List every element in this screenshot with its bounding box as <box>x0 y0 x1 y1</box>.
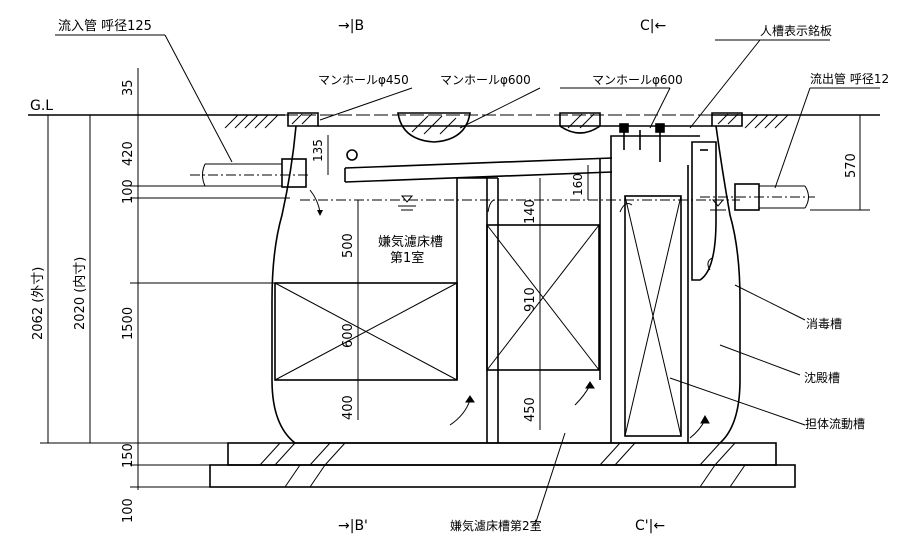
outflow-pipe <box>700 183 815 211</box>
dim-910: 910 <box>523 287 538 312</box>
manhole-hatching <box>291 113 739 135</box>
dim-140: 140 <box>523 199 538 224</box>
chamber2-label: 嫌気濾床槽第2室 <box>450 518 542 533</box>
chamber1-label-2: 第1室 <box>390 250 424 266</box>
dim-2020: 2020 (内寸) <box>72 257 88 330</box>
sedimentation-label: 沈殿槽 <box>804 370 840 385</box>
dimension-lines <box>40 68 870 490</box>
outflow-pipe-label: 流出管 呼径12 <box>810 71 889 86</box>
manhole-450-label: マンホールφ450 <box>318 73 409 87</box>
dim-570: 570 <box>844 153 859 178</box>
manhole-600-label-b: マンホールφ600 <box>592 73 683 87</box>
foundation-slab <box>209 442 796 488</box>
dim-100-upper: 100 <box>121 179 136 204</box>
chamber1-label-1: 嫌気濾床槽 <box>378 234 443 250</box>
dim-100-lower: 100 <box>121 498 136 523</box>
dim-400: 400 <box>341 395 356 420</box>
dim-500: 500 <box>341 233 356 258</box>
dim-450: 450 <box>523 397 538 422</box>
nameplate-label: 人槽表示銘板 <box>760 23 832 38</box>
dim-2062: 2062 (外寸) <box>31 267 46 340</box>
section-c-top: C|← <box>640 18 666 34</box>
soil-hatching-right <box>744 114 789 129</box>
carrier-tank-label: 担体流動槽 <box>805 417 865 431</box>
leader-lines <box>55 34 880 526</box>
internal-structure <box>274 123 717 443</box>
dim-160: 160 <box>571 173 585 196</box>
disinfection-label: 消毒槽 <box>806 317 842 331</box>
water-level-icon <box>398 195 726 211</box>
dim-135: 135 <box>311 139 325 162</box>
dim-1500: 1500 <box>121 307 136 340</box>
manhole-frames <box>287 112 743 143</box>
dim-600: 600 <box>341 323 356 348</box>
section-b-top: →|B <box>338 18 364 34</box>
inflow-pipe-label: 流入管 呼径125 <box>58 19 152 34</box>
dim-35: 35 <box>121 79 136 96</box>
gl-label: G.L <box>30 98 53 114</box>
section-b-bottom: →|B' <box>338 518 368 534</box>
flow-arrow-icon <box>449 199 713 439</box>
dim-420: 420 <box>121 141 136 166</box>
soil-hatching-left <box>224 114 279 129</box>
inflow-pipe <box>190 158 323 216</box>
dim-150: 150 <box>121 443 136 468</box>
manhole-600-label-a: マンホールφ600 <box>440 73 531 87</box>
section-c-bottom: C'|← <box>635 518 665 534</box>
